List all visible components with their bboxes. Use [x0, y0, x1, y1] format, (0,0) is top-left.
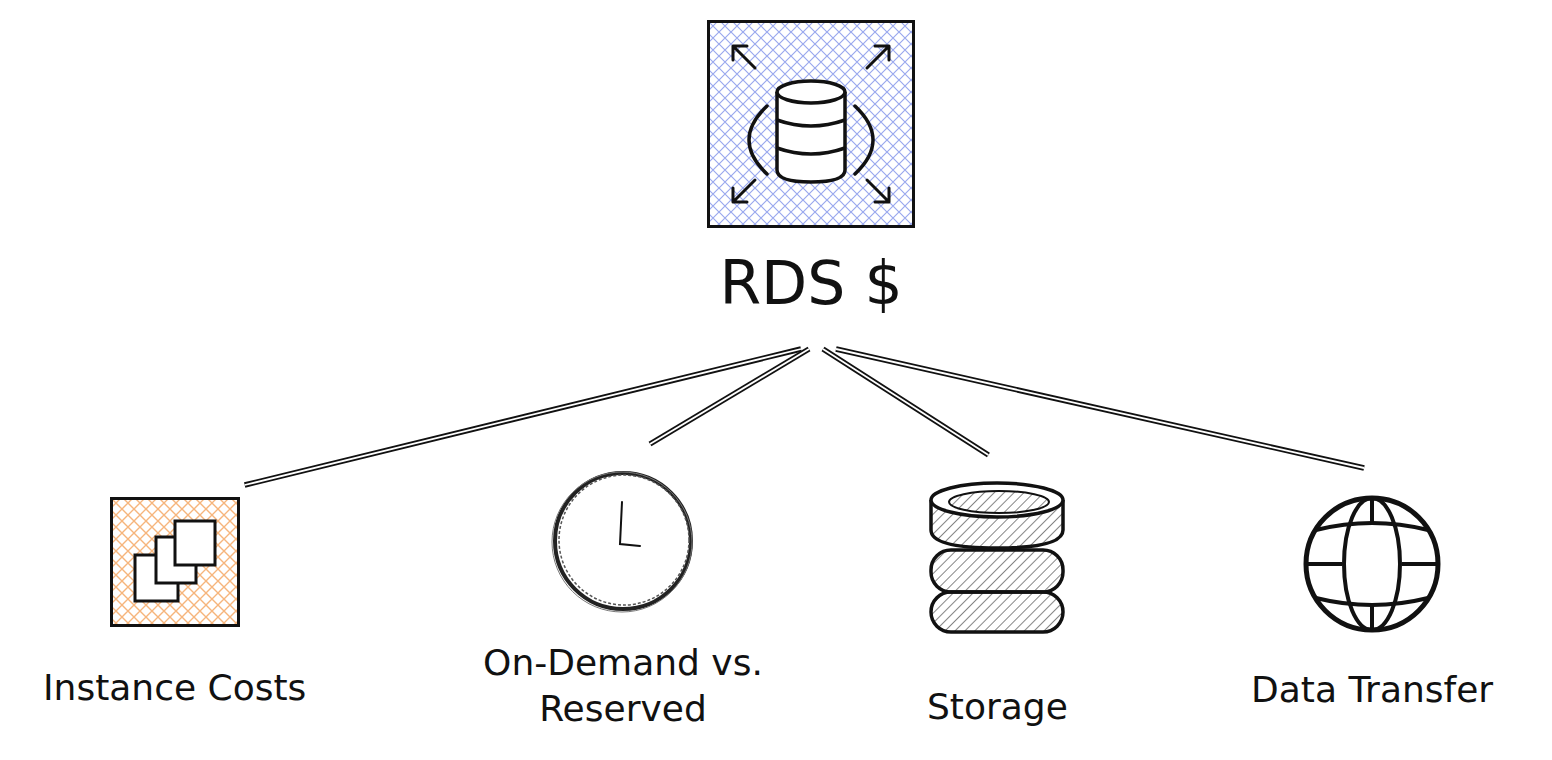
node-label: Storage: [927, 685, 1068, 729]
clock-icon-part: [555, 473, 691, 609]
node-label: Instance Costs: [43, 666, 306, 710]
globe-icon-part: [1316, 523, 1428, 605]
storage-icon-part: [949, 491, 1049, 513]
rds-icon-part: [749, 106, 873, 174]
instance-icon-part: [111, 499, 238, 626]
cost-factor-node: On-Demand vs. Reserved: [473, 468, 773, 732]
cost-factor-node: Instance Costs: [43, 497, 306, 710]
globe-icon: [1302, 494, 1442, 634]
clock-icon-part: [552, 472, 692, 612]
clock-icon-part: [559, 475, 689, 605]
instance-icon: [110, 497, 240, 627]
connector-inner: [836, 349, 1364, 468]
storage-icon: [927, 480, 1067, 635]
instance-icon-part: [175, 521, 215, 565]
globe-icon-part: [1370, 498, 1374, 630]
connector-outer: [245, 349, 801, 485]
clock-icon: [550, 468, 696, 614]
connector-inner: [245, 349, 801, 485]
connector-outer: [836, 349, 1364, 468]
double-connector: [836, 349, 1364, 468]
double-connector: [650, 349, 809, 444]
rds-icon-part: [733, 46, 755, 68]
rds-icon-part: [867, 180, 889, 202]
rds-icon-part: [777, 92, 845, 182]
rds-icon-part: [867, 46, 889, 68]
rds-icon-part: [709, 22, 914, 227]
clock-icon-part: [620, 502, 640, 546]
cost-factor-node: Data Transfer: [1251, 494, 1493, 712]
storage-icon-part: [931, 483, 1063, 517]
globe-icon-part: [1306, 562, 1438, 566]
rds-icon: [707, 20, 915, 228]
root-service-node: RDS $: [707, 20, 915, 319]
cost-factor-node: Storage: [927, 480, 1068, 729]
storage-icon-part: [931, 550, 1063, 592]
double-connector: [245, 349, 801, 485]
node-label: On-Demand vs. Reserved: [473, 640, 773, 732]
node-label: Data Transfer: [1251, 668, 1493, 712]
globe-icon-part: [1344, 498, 1400, 630]
connector-outer: [650, 349, 809, 444]
storage-icon-part: [931, 592, 1063, 632]
title-label: RDS $: [719, 247, 902, 319]
globe-icon-part: [1306, 498, 1438, 630]
rds-icon-part: [777, 120, 845, 154]
rds-icon-part: [733, 180, 755, 202]
rds-icon-part: [777, 81, 845, 103]
connector-inner: [650, 349, 809, 444]
